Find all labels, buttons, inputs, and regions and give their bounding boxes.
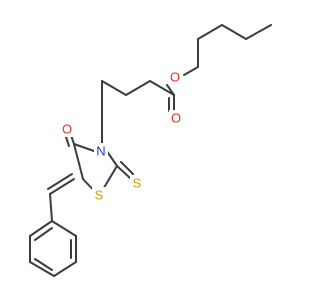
molecule-structure: O O O N S S [29, 24, 272, 277]
bond [245, 24, 272, 40]
atom-label-ester-oxygen: O [170, 70, 180, 85]
atom-label-ring-oxygen: O [62, 122, 72, 137]
bond [34, 227, 53, 241]
atom-label-ring-sulfur: S [95, 188, 104, 203]
bond [53, 261, 77, 277]
bond [183, 66, 199, 76]
bond [29, 220, 53, 237]
bond [51, 220, 77, 237]
atom-labels: O O O N S S [60, 69, 183, 203]
bond [73, 143, 95, 152]
bond [116, 165, 131, 179]
bond [47, 173, 73, 190]
bond [120, 161, 134, 175]
bond [49, 178, 75, 195]
bond [49, 193, 53, 222]
bond [149, 80, 175, 96]
bond [34, 258, 53, 271]
bond [221, 24, 247, 40]
bond [29, 261, 55, 277]
bonds [29, 24, 272, 277]
atom-label-thione-sulfur: S [133, 176, 142, 191]
bond [101, 80, 127, 96]
atom-label-carbonyl-oxygen: O [171, 111, 181, 126]
bond [73, 143, 84, 180]
atom-label-ring-nitrogen: N [96, 144, 105, 159]
bond [197, 24, 223, 40]
bond [125, 80, 151, 96]
